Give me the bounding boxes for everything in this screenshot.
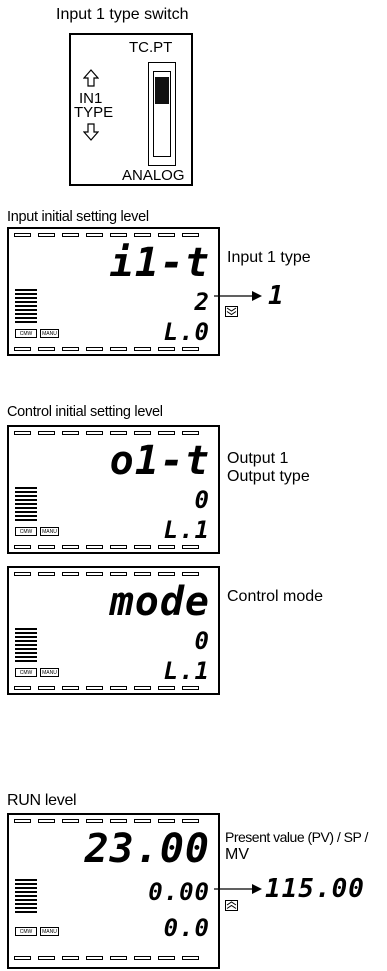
double-down-chevron-icon: [226, 307, 237, 316]
switch-in1-label: IN1: [79, 90, 103, 107]
lcd-bottom-indicators: [14, 347, 214, 353]
panel-heading-control-initial: Control initial setting level: [7, 404, 163, 420]
lcd-top-indicators: [14, 431, 214, 437]
lcd-line3: L.1: [163, 516, 210, 544]
cmw-indicator: CMW: [15, 329, 37, 338]
manu-indicator: MANU: [40, 329, 59, 338]
input-type-switch[interactable]: TC.PT IN1 TYPE ANALOG: [69, 33, 193, 186]
lcd-top-indicators: [14, 233, 214, 239]
arrow-right-icon: [214, 291, 262, 301]
lcd-line2: 0: [194, 627, 210, 655]
arrow-up-icon: [83, 69, 99, 87]
lcd-bottom-indicators: [14, 686, 214, 692]
lcd-line1: o1-t: [109, 438, 210, 484]
lcd-bar-graph: [15, 289, 37, 325]
annotation-control-mode: Control mode: [227, 588, 324, 605]
lcd-top-indicators: [14, 819, 214, 825]
lcd-bottom-indicators: [14, 956, 214, 962]
switch-analog-label: ANALOG: [122, 167, 185, 184]
cmw-indicator: CMW: [15, 668, 37, 677]
manu-indicator: MANU: [40, 527, 59, 536]
lcd-line1: mode: [109, 579, 210, 625]
double-up-chevron-icon: [226, 901, 237, 909]
panel-heading-input-initial: Input initial setting level: [7, 209, 149, 225]
annotation-output-type: Output type: [227, 468, 310, 485]
lcd-panel-control-initial: o1-t 0 CMW MANU L.1: [7, 425, 220, 554]
switch-title: Input 1 type switch: [56, 6, 189, 23]
switch-knob[interactable]: [155, 77, 169, 104]
lcd-mv-value: 0.0: [163, 914, 210, 942]
lcd-bar-graph: [15, 879, 37, 915]
lcd-line3: L.1: [163, 657, 210, 685]
arrow-down-icon: [83, 123, 99, 141]
lcd-bar-graph: [15, 487, 37, 523]
lcd-bottom-indicators: [14, 545, 214, 551]
lcd-panel-control-mode: mode 0 CMW MANU L.1: [7, 566, 220, 695]
lcd-line2: 0: [194, 486, 210, 514]
lcd-line2: 2: [194, 288, 210, 316]
cmw-indicator: CMW: [15, 927, 37, 936]
lcd-panel-run: 23.00 0.00 CMW MANU 0.0: [7, 813, 220, 969]
panel-heading-run: RUN level: [7, 792, 77, 809]
switch-tc-pt-label: TC.PT: [129, 39, 173, 56]
manu-indicator: MANU: [40, 927, 59, 936]
lcd-line3: L.0: [163, 318, 210, 346]
switch-slot: [153, 71, 171, 157]
switch-track: [148, 62, 176, 166]
lcd-line1: i1-t: [109, 240, 210, 286]
lcd-sp-value: 0.00: [148, 878, 210, 906]
switch-type-label: TYPE: [74, 104, 114, 121]
new-value-input-type: 1: [268, 281, 285, 311]
lcd-pv-value: 23.00: [84, 826, 210, 872]
annotation-mv: MV: [225, 846, 249, 863]
down-key-button[interactable]: [225, 306, 238, 317]
up-key-button[interactable]: [225, 900, 238, 911]
manu-indicator: MANU: [40, 668, 59, 677]
new-value-sp: 115.00: [265, 874, 365, 904]
annotation-input-1-type: Input 1 type: [227, 249, 311, 266]
annotation-output-1: Output 1: [227, 450, 289, 467]
cmw-indicator: CMW: [15, 527, 37, 536]
lcd-bar-graph: [15, 628, 37, 664]
annotation-pv-sp: Present value (PV) / SP /: [225, 829, 368, 845]
lcd-panel-input-initial: i1-t 2 CMW MANU L.0: [7, 227, 220, 356]
arrow-right-icon: [214, 884, 262, 894]
lcd-top-indicators: [14, 572, 214, 578]
